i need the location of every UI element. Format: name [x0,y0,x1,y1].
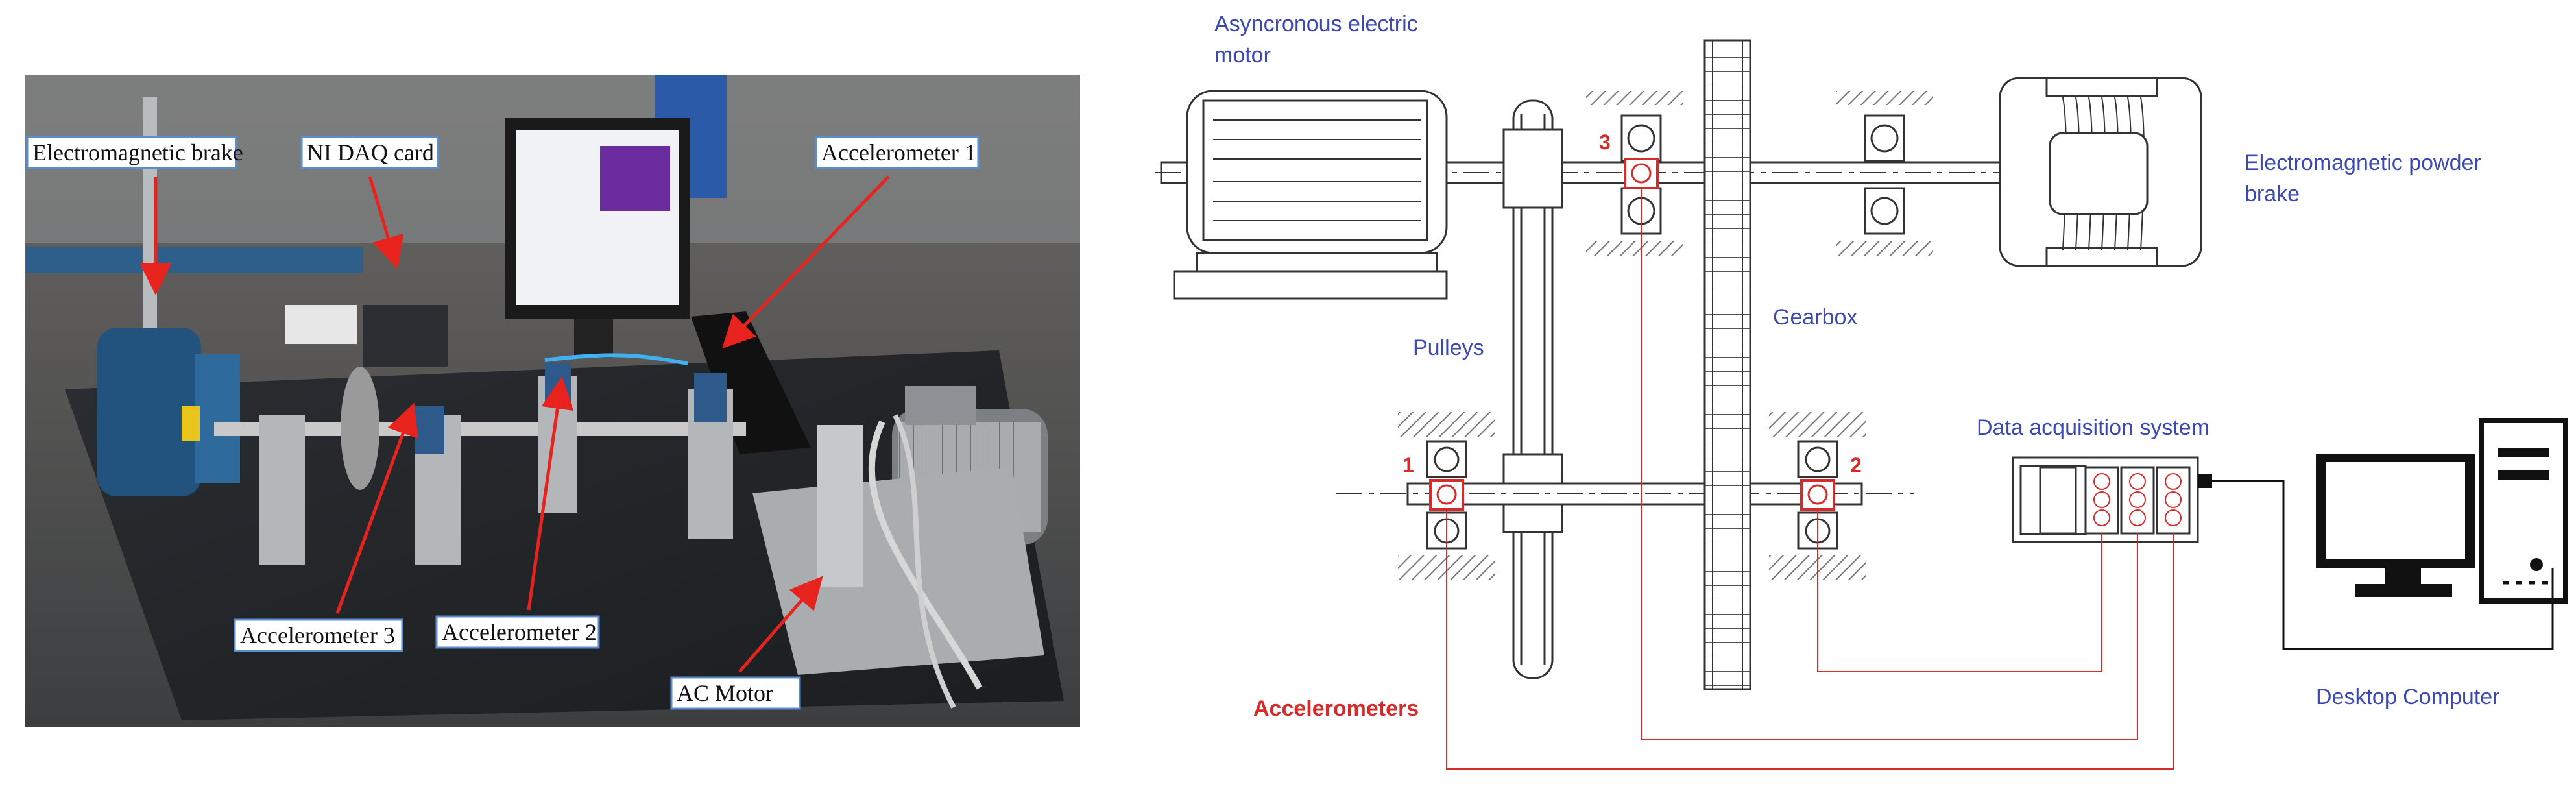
bearing-top-right [1836,91,1933,256]
photo-brake-label [182,406,200,441]
label-motor-line2: motor [1214,43,1271,67]
photo-motor-terminal [905,386,976,425]
bearing-number-2: 2 [1850,454,1862,477]
svg-text:Accelerometer 3: Accelerometer 3 [240,622,395,648]
arrow-acc3 [335,402,418,614]
photo-brake-body [97,328,201,496]
photo-label-daq: NI DAQ card [300,136,439,169]
photo-monitor-spectrogram [600,146,670,211]
photo-belt-plate [817,425,863,587]
label-gearbox: Gearbox [1773,305,1857,330]
lab-photo: Electromagnetic brake NI DAQ card Accele… [25,75,1080,727]
arrow-acc1 [722,175,890,349]
photo-label-acc1: Accelerometer 1 [815,136,980,169]
label-accelerometers: Accelerometers [1253,696,1419,721]
photo-label-acc3: Accelerometer 3 [234,618,403,652]
label-motor-line1: Asyncronous electric [1214,12,1418,36]
photo-bearing-c [694,373,727,422]
bearing-number-1: 1 [1402,454,1414,477]
motor [1173,90,1448,300]
photo-bearing-a [415,406,444,454]
photo-disc [341,367,379,490]
label-daq: Data acquisition system [1977,415,2209,440]
bearing-number-3: 3 [1599,130,1611,154]
schematic [1155,39,2568,770]
photo-support-1 [259,415,305,565]
arrow-acc2 [527,376,574,611]
svg-text:AC Motor: AC Motor [677,680,773,706]
arrow-daq [368,176,404,269]
photo-motor-base [752,467,1044,675]
svg-text:Accelerometer 2: Accelerometer 2 [442,619,597,645]
powder-brake [1999,77,2202,267]
daq-unit [2012,456,2212,543]
svg-text:Electromagnetic brake: Electromagnetic brake [32,140,243,165]
photo-blue-pipe [26,247,363,273]
label-pulleys: Pulleys [1413,336,1484,360]
photo-keyboard [691,311,811,454]
photo-daq-white-box [285,305,357,344]
desktop-computer-icon [2316,418,2568,604]
label-computer: Desktop Computer [2316,685,2499,709]
gearbox-gear [1703,39,1751,690]
arrow-motor [738,576,823,673]
photo-monitor-stand [574,319,613,358]
svg-text:NI DAQ card: NI DAQ card [307,140,434,165]
accelerometer-cables [1446,188,2174,770]
photo-cable-1 [868,420,983,690]
label-brake-line1: Electromagnetic powder [2245,151,2481,175]
photo-daq-box [363,305,448,367]
photo-cable-blue [544,353,688,365]
photo-label-motor: AC Motor [670,676,801,710]
photo-brake-cap [195,354,240,483]
daq-computer-cable [2212,480,2554,650]
photo-cable-2 [893,414,956,709]
photo-label-acc2: Accelerometer 2 [435,615,600,649]
label-brake-line2: brake [2245,182,2300,206]
photo-label-brake: Electromagnetic brake [26,136,243,169]
svg-text:Accelerometer 1: Accelerometer 1 [821,140,976,165]
pulleys [1502,99,1563,679]
